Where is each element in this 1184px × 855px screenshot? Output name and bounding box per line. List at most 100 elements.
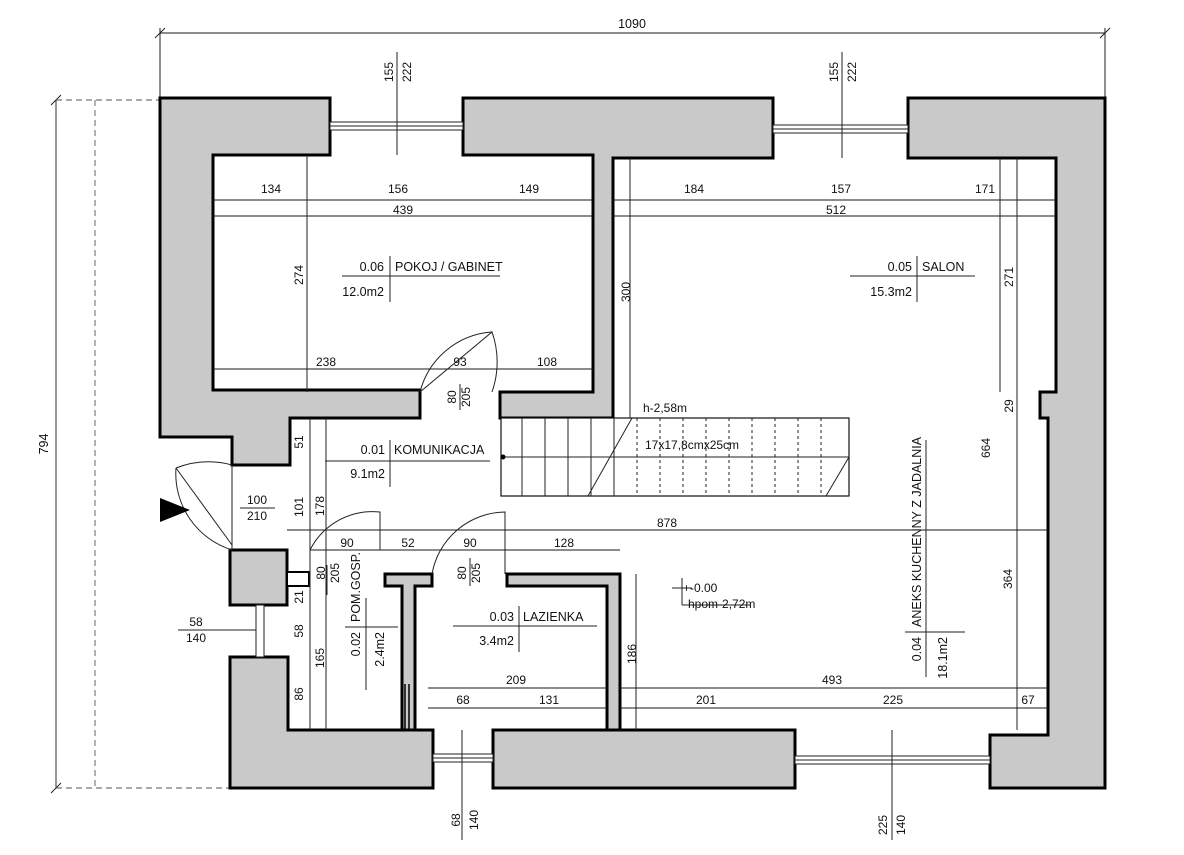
dim-left-5: 58 [292, 624, 306, 638]
overall-height: 794 [37, 434, 51, 455]
overall-width: 1090 [618, 17, 646, 31]
window-left [255, 604, 265, 658]
door-1-dim-a: 80 [445, 390, 459, 404]
room-komunikacja: 0.01 KOMUNIKACJA 9.1m2 [325, 440, 490, 487]
window-bottom-right-dim-1: 225 [876, 815, 890, 835]
window-top-right-dim-1: 155 [827, 62, 841, 82]
dim-left-2: 101 [292, 497, 306, 517]
wall-top-right [906, 96, 1107, 790]
level-hpom: hpom-2,72m [688, 597, 755, 611]
room-aneks-area: 18.1m2 [936, 637, 950, 679]
room-komunikacja-number: 0.01 [361, 443, 385, 457]
window-top-left-dim-1: 155 [382, 62, 396, 82]
dim-s-top-2: 157 [831, 182, 851, 196]
door-2-dim-a: 80 [314, 566, 328, 580]
stair-spec: 17x17,8cmx25cm [645, 438, 739, 452]
room-gabinet-name: POKOJ / GABINET [395, 260, 503, 274]
dim-b-bot-2: 131 [539, 693, 559, 707]
window-labels: 155 222 155 222 68 140 225 140 58 140 [178, 52, 908, 840]
room-pom-gosp: 0.02 POM.GOSP. 2.4m2 [345, 552, 398, 690]
dim-s-top-1: 184 [684, 182, 704, 196]
dim-g-top-1: 134 [261, 182, 281, 196]
wall-bottom-middle [491, 728, 797, 790]
window-left-dim-2: 140 [186, 631, 206, 645]
dim-s-top-3: 171 [975, 182, 995, 196]
wall-partition-pom [383, 572, 434, 732]
entrance-arrow-icon [160, 498, 190, 522]
dim-s-left: 300 [619, 282, 633, 302]
dim-left-6: 165 [313, 648, 327, 668]
dim-k-bot-2: 225 [883, 693, 903, 707]
dim-left-1: 51 [292, 435, 306, 449]
wall-left-pier [228, 548, 289, 607]
room-komunikacja-area: 9.1m2 [350, 467, 385, 481]
dim-s-total: 512 [826, 203, 846, 217]
room-komunikacja-name: KOMUNIKACJA [394, 443, 485, 457]
dim-878: 878 [657, 516, 677, 530]
dim-left-3: 178 [313, 496, 327, 516]
room-gabinet-area: 12.0m2 [342, 285, 384, 299]
dim-row-b-4: 128 [554, 536, 574, 550]
room-aneks-name: ANEKS KUCHENNY Z JADALNIA [910, 436, 924, 627]
room-lazienka: 0.03 LAZIENKA 3.4m2 [453, 606, 597, 652]
room-salon-area: 15.3m2 [870, 285, 912, 299]
entrance-door-dim-2: 210 [247, 509, 267, 523]
wall-bottom-left [228, 655, 435, 790]
dim-g-height: 274 [292, 265, 306, 285]
doors: 80 205 80 205 80 205 [309, 331, 506, 595]
room-aneks: 0.04 ANEKS KUCHENNY Z JADALNIA 18.1m2 [905, 436, 965, 679]
wall-top-left [158, 96, 422, 467]
dim-s-right: 271 [1002, 267, 1016, 287]
entrance-door-dim-1: 100 [247, 493, 267, 507]
room-pom-gosp-name: POM.GOSP. [349, 552, 363, 622]
room-salon-number: 0.05 [888, 260, 912, 274]
window-top-right-dim-2: 222 [845, 62, 859, 82]
door-3-dim-a: 80 [455, 566, 469, 580]
dim-row-b-2: 52 [401, 536, 415, 550]
dim-left-7: 86 [292, 687, 306, 701]
room-pom-gosp-number: 0.02 [349, 632, 363, 656]
dim-g-bottom-2: 93 [453, 355, 467, 369]
dim-g-bottom-1: 238 [316, 355, 336, 369]
door-3-dim-b: 205 [469, 563, 483, 583]
dimension-chains: 134 156 149 439 274 238 93 108 184 157 1… [213, 155, 1056, 730]
staircase: h-2,58m 17x17,8cmx25cm [500, 401, 850, 497]
dim-left-4: 21 [292, 590, 306, 604]
dim-g-top-3: 149 [519, 182, 539, 196]
window-left-dim-1: 58 [189, 615, 203, 629]
dim-s-gap: 29 [1002, 399, 1016, 413]
window-bottom-right-dim-2: 140 [894, 815, 908, 835]
door-1-dim-b: 205 [459, 387, 473, 407]
dim-k-bot-3: 67 [1021, 693, 1035, 707]
room-gabinet-number: 0.06 [360, 260, 384, 274]
dim-laz-186: 186 [625, 644, 639, 664]
room-lazienka-name: LAZIENKA [523, 610, 584, 624]
wall-partition-laz [505, 572, 622, 732]
room-lazienka-area: 3.4m2 [479, 634, 514, 648]
room-labels: 0.06 POKOJ / GABINET 12.0m2 0.05 SALON 1… [325, 256, 975, 690]
window-top-left-dim-2: 222 [400, 62, 414, 82]
dim-row-b-3: 90 [463, 536, 477, 550]
room-pom-gosp-area: 2.4m2 [373, 632, 387, 667]
dim-k-493: 493 [822, 673, 842, 687]
level-marker: +-0.00 hpom-2,72m [672, 578, 755, 611]
overall-dimensions: 1090 794 [37, 17, 1111, 794]
room-salon: 0.05 SALON 15.3m2 [850, 256, 975, 302]
dim-right-low: 364 [1001, 569, 1015, 589]
dim-b-bot-1: 68 [456, 693, 470, 707]
dim-g-top-2: 156 [388, 182, 408, 196]
wall-top-middle [461, 96, 775, 420]
entrance: 100 210 [160, 461, 275, 551]
dim-row-b-1: 90 [340, 536, 354, 550]
dim-k-bot-1: 201 [696, 693, 716, 707]
walls [158, 96, 1107, 790]
dim-g-total: 439 [393, 203, 413, 217]
dim-right-tall: 664 [979, 438, 993, 458]
room-aneks-number: 0.04 [910, 637, 924, 661]
room-lazienka-number: 0.03 [490, 610, 514, 624]
dim-g-bottom-3: 108 [537, 355, 557, 369]
window-bottom-left-dim-2: 140 [467, 810, 481, 830]
room-gabinet: 0.06 POKOJ / GABINET 12.0m2 [342, 256, 503, 302]
window-bottom-left-dim-1: 68 [449, 813, 463, 827]
